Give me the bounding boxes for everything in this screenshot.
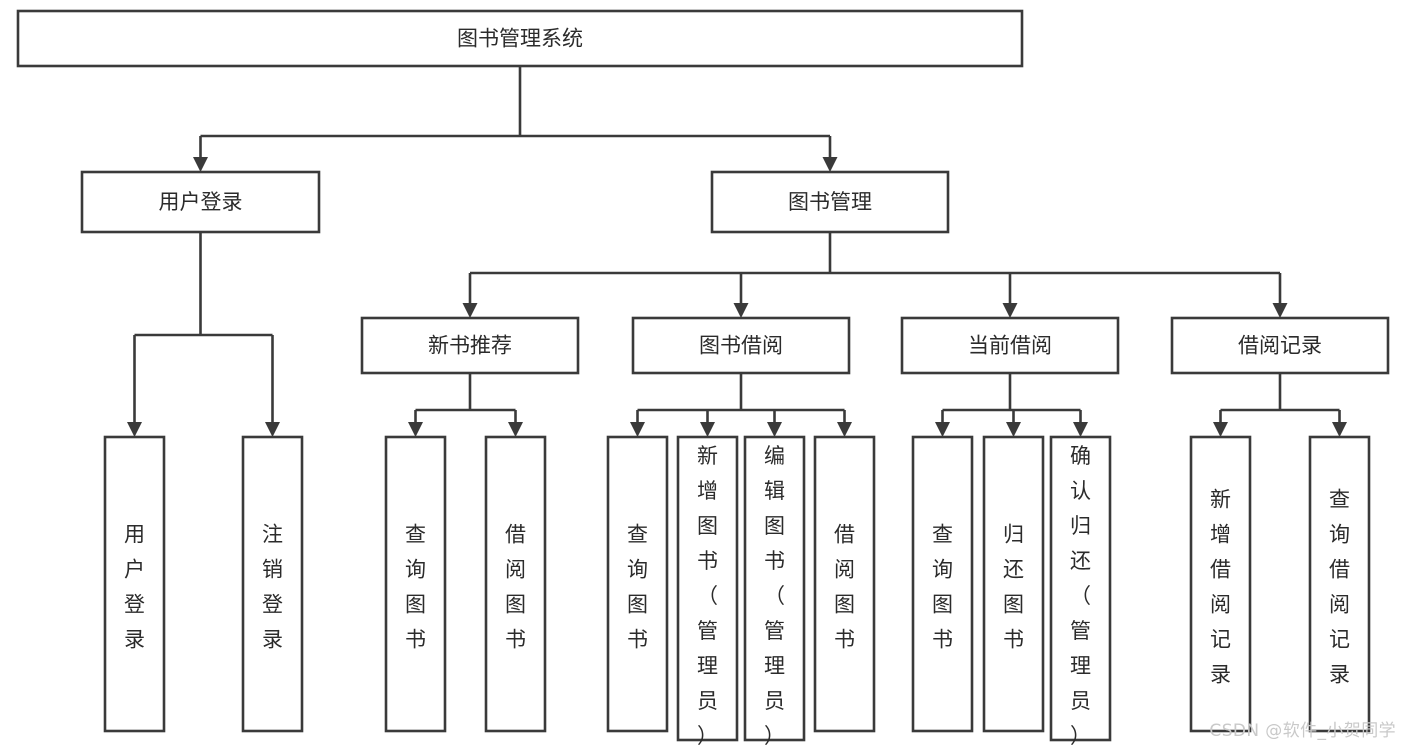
node-level3-3-label: 当前借阅: [968, 334, 1052, 358]
node-leaf-10[interactable]: 归还图书: [982, 435, 1045, 733]
node-leaf-1-box[interactable]: [103, 435, 166, 733]
node-leaf-7-box[interactable]: [743, 435, 806, 742]
edge-bookmgmt-to-level3-arrow-3: [1272, 303, 1288, 318]
node-leaf-5-box[interactable]: [606, 435, 669, 733]
edge-bookmgmt-to-level3-arrow-2: [1002, 303, 1018, 318]
edge-borrow-to-leaves-arrow-2: [767, 422, 782, 437]
node-leaf-8[interactable]: 借阅图书: [813, 435, 876, 733]
edge-bookmgmt-to-level3-arrow-0: [462, 303, 478, 318]
node-level3-2-label: 图书借阅: [699, 334, 783, 358]
node-leaf-5-label: 查询图书: [627, 522, 648, 651]
edge-records-to-leaves-arrow-1: [1332, 422, 1347, 437]
edge-borrow-to-leaves-arrow-3: [837, 422, 852, 437]
node-leaf-9-box[interactable]: [911, 435, 974, 733]
node-root-system[interactable]: 图书管理系统: [16, 9, 1024, 68]
edge-current-to-leaves-arrow-2: [1073, 422, 1088, 437]
node-leaf-7[interactable]: 编辑图书（管理员）: [743, 435, 806, 747]
node-leaf-5[interactable]: 查询图书: [606, 435, 669, 733]
node-leaf-13[interactable]: 查询借阅记录: [1308, 435, 1371, 733]
edge-newbook-to-leaves-arrow-1: [508, 422, 523, 437]
node-leaf-6-box[interactable]: [676, 435, 739, 742]
node-level2-1-label: 用户登录: [159, 190, 243, 214]
node-level3-4-box[interactable]: [1170, 316, 1390, 375]
connector-layer: [127, 66, 1347, 437]
node-leaf-2[interactable]: 注销登录: [241, 435, 304, 733]
node-level3-1[interactable]: 新书推荐: [360, 316, 580, 375]
node-level3-4[interactable]: 借阅记录: [1170, 316, 1390, 375]
node-level3-3-box[interactable]: [900, 316, 1120, 375]
node-leaf-6-label: 新增图书（管理员）: [697, 444, 718, 747]
edge-records-to-leaves-arrow-0: [1213, 422, 1228, 437]
node-level2-1-box[interactable]: [80, 170, 321, 234]
node-leaf-8-label: 借阅图书: [834, 522, 855, 651]
node-leaf-11-box[interactable]: [1049, 435, 1112, 742]
node-leaf-13-label: 查询借阅记录: [1329, 487, 1350, 686]
node-leaf-3-box[interactable]: [384, 435, 447, 733]
node-leaf-12-box[interactable]: [1189, 435, 1252, 733]
node-level2-2-box[interactable]: [710, 170, 950, 234]
node-leaf-8-box[interactable]: [813, 435, 876, 733]
node-leaf-1[interactable]: 用户登录: [103, 435, 166, 733]
node-leaf-7-label: 编辑图书（管理员）: [764, 444, 785, 747]
edge-userlogin-to-leaves-arrow-0: [127, 422, 142, 437]
edge-newbook-to-leaves-arrow-0: [408, 422, 423, 437]
node-leaf-13-box[interactable]: [1308, 435, 1371, 733]
node-leaf-3-label: 查询图书: [405, 522, 426, 651]
node-level2-1[interactable]: 用户登录: [80, 170, 321, 234]
node-level2-2[interactable]: 图书管理: [710, 170, 950, 234]
node-leaf-10-label: 归还图书: [1003, 522, 1024, 651]
edge-userlogin-to-leaves-arrow-1: [265, 422, 280, 437]
node-root-system-label: 图书管理系统: [457, 27, 583, 51]
node-level3-2-box[interactable]: [631, 316, 851, 375]
node-leaf-4[interactable]: 借阅图书: [484, 435, 547, 733]
node-leaf-9-label: 查询图书: [932, 522, 953, 651]
node-leaf-9[interactable]: 查询图书: [911, 435, 974, 733]
node-leaf-10-box[interactable]: [982, 435, 1045, 733]
node-leaf-11[interactable]: 确认归还（管理员）: [1049, 435, 1112, 747]
node-leaf-2-label: 注销登录: [262, 522, 283, 651]
edge-borrow-to-leaves-arrow-1: [700, 422, 715, 437]
node-leaf-4-box[interactable]: [484, 435, 547, 733]
node-leaf-11-label: 确认归还（管理员）: [1070, 444, 1091, 747]
edge-borrow-to-leaves-arrow-0: [630, 422, 645, 437]
node-level3-2[interactable]: 图书借阅: [631, 316, 851, 375]
csdn-watermark: CSDN @软件_小贺同学: [1209, 721, 1396, 741]
node-root-system-box[interactable]: [16, 9, 1024, 68]
node-leaf-12-label: 新增借阅记录: [1210, 487, 1231, 686]
edge-bookmgmt-to-level3-arrow-1: [733, 303, 749, 318]
node-leaf-3[interactable]: 查询图书: [384, 435, 447, 733]
node-level3-1-box[interactable]: [360, 316, 580, 375]
node-level3-4-label: 借阅记录: [1238, 334, 1322, 358]
edge-root-to-level2-arrow-1: [822, 157, 838, 172]
node-leaf-4-label: 借阅图书: [505, 522, 526, 651]
node-leaf-6[interactable]: 新增图书（管理员）: [676, 435, 739, 747]
edge-current-to-leaves-arrow-1: [1006, 422, 1021, 437]
edge-root-to-level2-arrow-0: [193, 157, 208, 172]
node-level3-1-label: 新书推荐: [428, 334, 512, 358]
node-level3-3[interactable]: 当前借阅: [900, 316, 1120, 375]
node-leaf-2-box[interactable]: [241, 435, 304, 733]
node-leaf-1-label: 用户登录: [124, 522, 145, 651]
edge-current-to-leaves-arrow-0: [935, 422, 950, 437]
node-leaf-12[interactable]: 新增借阅记录: [1189, 435, 1252, 733]
node-level2-2-label: 图书管理: [788, 190, 872, 214]
node-layer: 图书管理系统用户登录图书管理新书推荐图书借阅当前借阅借阅记录用户登录注销登录查询…: [16, 9, 1390, 747]
